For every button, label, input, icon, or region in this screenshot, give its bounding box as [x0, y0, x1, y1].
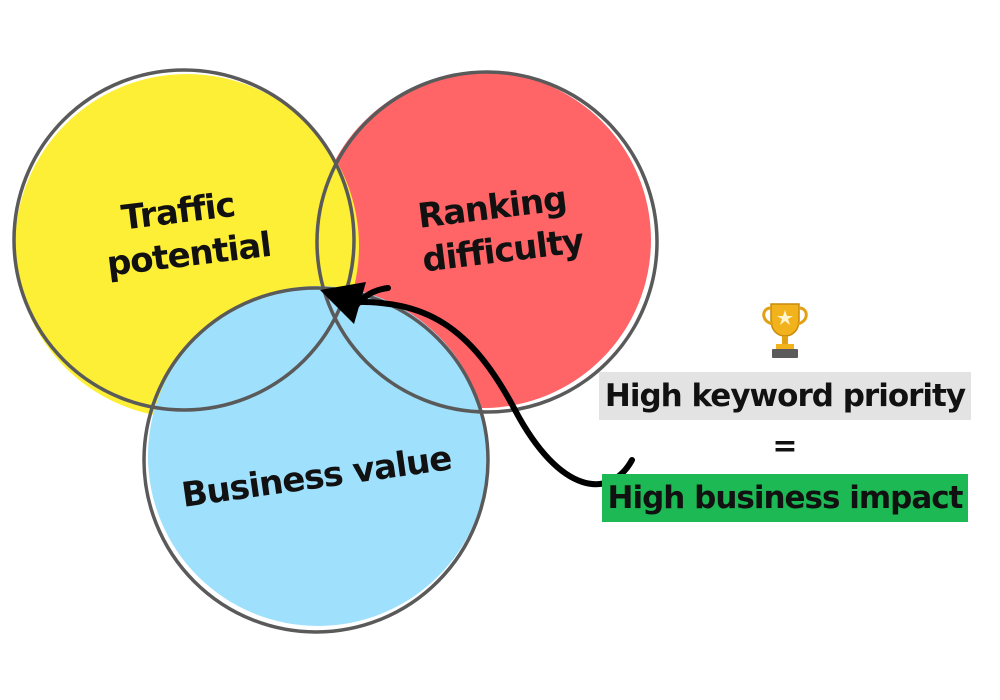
- impact-text: High business impact: [601, 474, 969, 522]
- ranking-label: Ranking difficulty: [415, 177, 587, 280]
- business-fill: [148, 286, 488, 626]
- equals-sign: =: [772, 429, 798, 464]
- traffic-outline: [12, 68, 356, 412]
- priority-text: High keyword priority: [598, 372, 972, 420]
- business-outline: [142, 286, 490, 634]
- priority-callout: High keyword priority = High business im…: [585, 298, 985, 522]
- arrow-tail-stroke: [349, 285, 391, 315]
- trophy-icon: [762, 303, 808, 358]
- ranking-outline: [315, 70, 659, 414]
